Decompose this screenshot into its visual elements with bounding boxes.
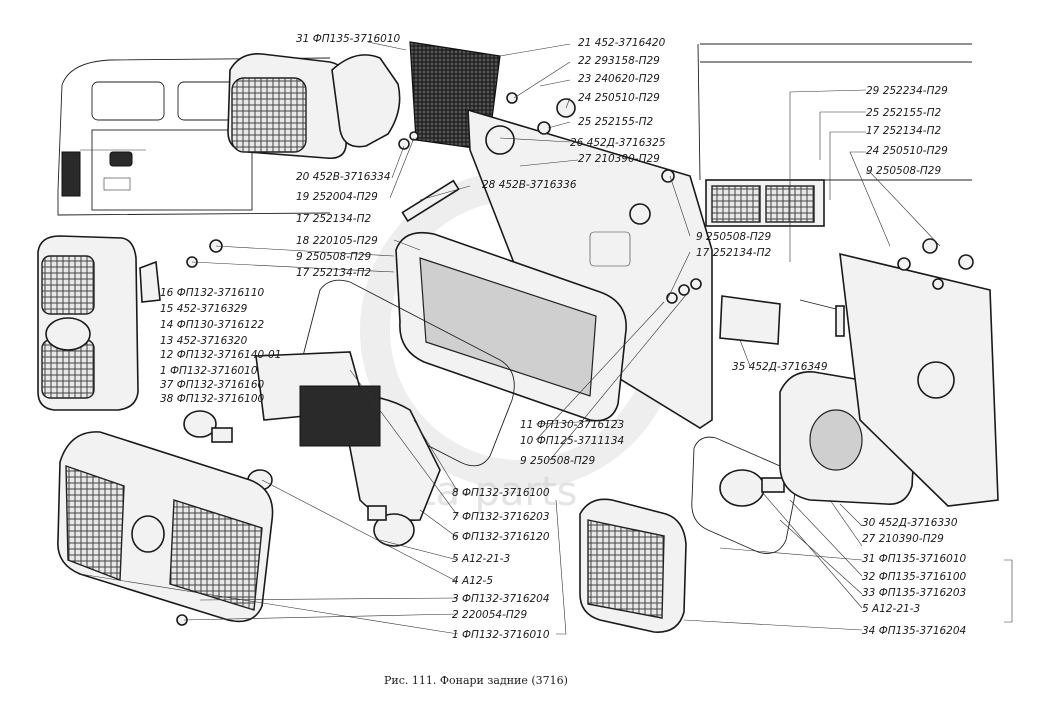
rear-lamp-assembled <box>37 235 161 411</box>
lens-cover-34 <box>579 498 687 633</box>
callout-label-l27: 27 210390-П29 <box>578 153 660 165</box>
callout-label-c35: 35 452Д-3716349 <box>732 361 828 373</box>
callout-label-m20: 20 452В-3716334 <box>296 171 391 183</box>
callout-label-c17: 17 252134-П2 <box>696 247 771 259</box>
callout-label-d27: 27 210390-П29 <box>862 533 944 545</box>
callout-label-c11: 11 ФП130-3716123 <box>520 419 624 431</box>
callout-label-l23: 23 240620-П29 <box>578 73 660 85</box>
callout-label-l26: 26 452Д-3716325 <box>570 137 666 149</box>
callout-label-l22: 22 293158-П29 <box>578 55 660 67</box>
callout-label-r24: 24 250510-П29 <box>866 145 948 157</box>
callout-label-m18: 18 220105-П29 <box>296 235 378 247</box>
callout-label-m17a: 17 252134-П2 <box>296 213 371 225</box>
callout-label-b5: 5 А12-21-3 <box>452 553 510 565</box>
callout-label-k38: 38 ФП132-3716100 <box>160 393 265 405</box>
fasteners <box>176 92 974 626</box>
reflector-plate <box>255 351 441 521</box>
callout-label-r25: 25 252155-П2 <box>866 107 941 119</box>
callout-label-d5: 5 А12-21-3 <box>862 603 920 615</box>
callout-label-r9: 9 250508-П29 <box>866 165 941 177</box>
callout-label-l28: 28 452В-3716336 <box>482 179 577 191</box>
callout-labels: 21 452-3716420 22 293158-П29 23 240620-П29… <box>160 33 967 641</box>
vehicle-rear-view <box>57 57 331 216</box>
callout-label-l25: 25 252155-П2 <box>578 116 653 128</box>
callout-label-b3: 3 ФП132-3716204 <box>452 593 550 605</box>
callout-label-b6: 6 ФП132-3716120 <box>452 531 550 543</box>
callout-label-m9: 9 250508-П29 <box>296 251 371 263</box>
callout-label-d30: 30 452Д-3716330 <box>862 517 958 529</box>
callout-label-d32: 32 ФП135-3716100 <box>862 571 967 583</box>
callout-label-b4: 4 А12-5 <box>452 575 493 587</box>
callout-label-d33: 33 ФП135-3716203 <box>862 587 966 599</box>
callout-label-k14: 14 ФП130-3716122 <box>160 319 265 331</box>
callout-label-d31: 31 ФП135-3716010 <box>862 553 967 565</box>
callout-label-c9b: 9 250508-П29 <box>520 455 595 467</box>
gasket-33 <box>691 436 796 554</box>
callout-label-m17b: 17 252134-П2 <box>296 267 371 279</box>
figure-caption: Рис. 111. Фонари задние (3716) <box>384 674 568 687</box>
callout-label-b8: 8 ФП132-3716100 <box>452 487 550 499</box>
lamp-housing-31 <box>227 53 401 160</box>
callout-label-l21: 21 452-3716420 <box>578 37 666 49</box>
lens-cover-3 <box>57 431 274 623</box>
callout-label-c10: 10 ФП125-3711134 <box>520 435 624 447</box>
callout-label-r17: 17 252134-П2 <box>866 125 941 137</box>
callout-label-b2: 2 220054-П29 <box>452 609 527 621</box>
callout-label-k13: 13 452-3716320 <box>160 335 248 347</box>
mounting-bracket <box>467 108 713 429</box>
callout-label-d34: 34 ФП135-3716204 <box>862 625 966 637</box>
callout-label-r29: 29 252234-П29 <box>866 85 948 97</box>
callout-label-l24: 24 250510-П29 <box>578 92 660 104</box>
callout-label-m19: 19 252004-П29 <box>296 191 378 203</box>
callout-label-t31: 31 ФП135-3716010 <box>296 33 401 45</box>
callout-label-b1: 1 ФП132-3716010 <box>452 629 550 641</box>
callout-label-b7: 7 ФП132-3716203 <box>452 511 550 523</box>
center-lamp-housing <box>395 231 627 422</box>
callout-label-k1: 1 ФП132-3716010 <box>160 365 258 377</box>
callout-label-k37: 37 ФП132-3716160 <box>160 379 265 391</box>
callout-label-c9a: 9 250508-П29 <box>696 231 771 243</box>
callout-label-k12: 12 ФП132-3716140-01 <box>160 349 281 361</box>
callout-label-k15: 15 452-3716329 <box>160 303 248 315</box>
leader-lines <box>79 41 1013 635</box>
callout-label-k16: 16 ФП132-3716110 <box>160 287 265 299</box>
